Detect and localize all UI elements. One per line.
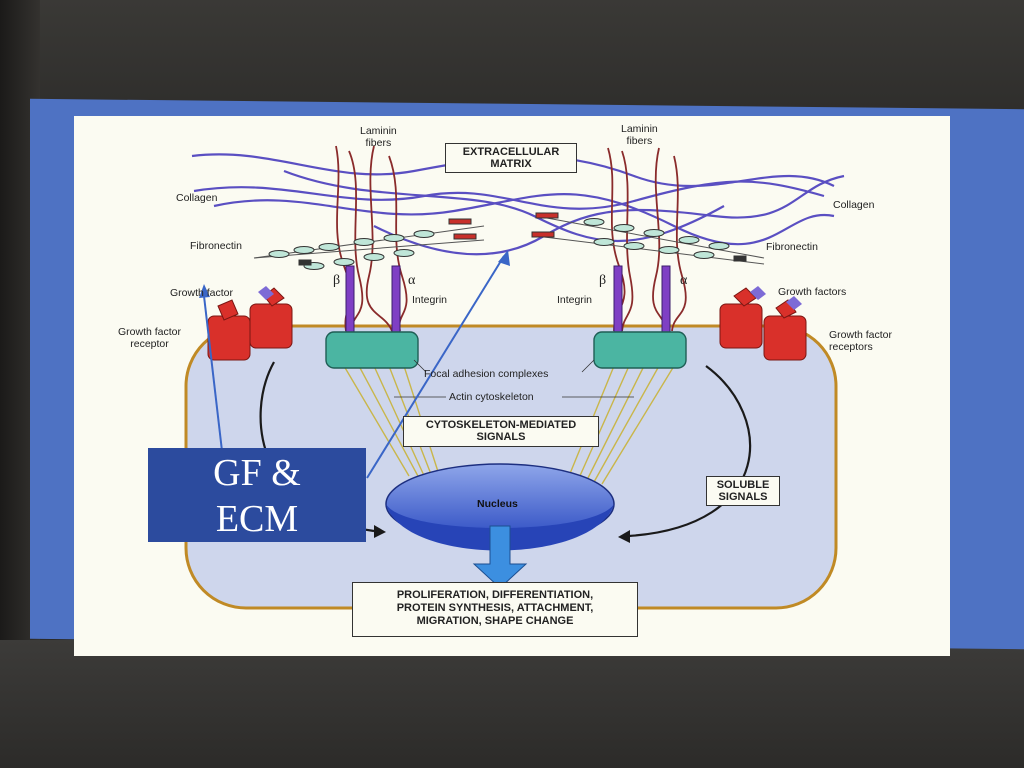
outcome-line3: MIGRATION, SHAPE CHANGE [416,615,574,627]
growth-factor-label: Growth factor [170,287,234,299]
laminin-label-right: Laminin fibers [621,123,658,147]
growth-factor-receptor-label: Growth factor receptor [118,326,181,350]
gfr-label-line1: Growth factor [118,326,182,338]
growth-factor-receptors-right [719,286,807,361]
cytoskeleton-signals-box: CYTOSKELETON-MEDIATED SIGNALS [403,416,599,447]
alpha-label-right: α [680,273,688,288]
laminin-label-right-line2: fibers [626,135,653,147]
cyto-box-line2: SIGNALS [476,431,526,443]
laminin-label-left-line1: Laminin [360,125,397,137]
ecm-box-line2: MATRIX [490,158,532,170]
extracellular-matrix-box: EXTRACELLULAR MATRIX [445,143,577,173]
gfrs-label-line1: Growth factor [829,329,893,341]
outcome-line2: PROTEIN SYNTHESIS, ATTACHMENT, [396,602,594,614]
overlay-pointers [203,255,505,479]
gf-ecm-overlay: GF & ECM [148,448,366,542]
focal-adhesion-label: Focal adhesion complexes [424,368,549,380]
gf-ecm-line1: GF & [213,452,301,494]
arrow-head-left [374,525,386,538]
cyto-box-line1: CYTOSKELETON-MEDIATED [425,419,577,431]
growth-factor-receptor-left [207,286,293,361]
fibronectin-label-left: Fibronectin [190,240,242,252]
growth-factor-receptors-label: Growth factor receptors [829,329,892,353]
fibronectin-left [253,218,485,270]
collagen-label-left: Collagen [176,192,218,204]
fibronectin-right [531,212,765,265]
actin-cytoskeleton-label: Actin cytoskeleton [449,391,534,403]
overlay-pointer-head-1 [199,284,210,298]
beta-label-left: β [333,273,341,288]
beta-label-right: β [599,273,607,288]
label-pointers [394,359,634,398]
laminin-label-right-line1: Laminin [621,123,658,135]
gfrs-label-line2: receptors [829,341,873,353]
laminin-label-left-line2: fibers [365,137,392,149]
soluble-box-line1: SOLUBLE [716,479,770,491]
integrin-label-right: Integrin [557,294,593,306]
fibronectin-label-right: Fibronectin [766,241,818,253]
gf-ecm-line2: ECM [215,498,299,540]
growth-factors-label: Growth factors [778,286,847,298]
focal-adhesion-left [325,331,419,369]
wall-top [0,0,1024,110]
wall-bottom [0,640,1024,768]
overlay-pointer-head-2 [498,250,510,266]
ecm-box-line1: EXTRACELLULAR [462,146,560,158]
nucleus-body [386,504,614,551]
outcome-box: PROLIFERATION, DIFFERENTIATION, PROTEIN … [352,582,638,637]
soluble-signals-box: SOLUBLE SIGNALS [706,476,780,506]
nucleus-label: Nucleus [477,498,518,510]
cell-ecm-diagram [184,145,845,610]
alpha-label-left: α [408,273,416,288]
gfr-label-line2: receptor [130,338,169,350]
laminin-label-left: Laminin fibers [360,125,397,149]
focal-adhesion-right [593,331,687,369]
outcome-line1: PROLIFERATION, DIFFERENTIATION, [396,589,594,601]
integrin-label-left: Integrin [412,294,448,306]
collagen-fibers [191,153,845,256]
soluble-box-line2: SIGNALS [718,491,768,503]
collagen-label-right: Collagen [833,199,875,211]
arrow-head-right [618,530,630,543]
nucleus-down-arrow [472,525,528,589]
